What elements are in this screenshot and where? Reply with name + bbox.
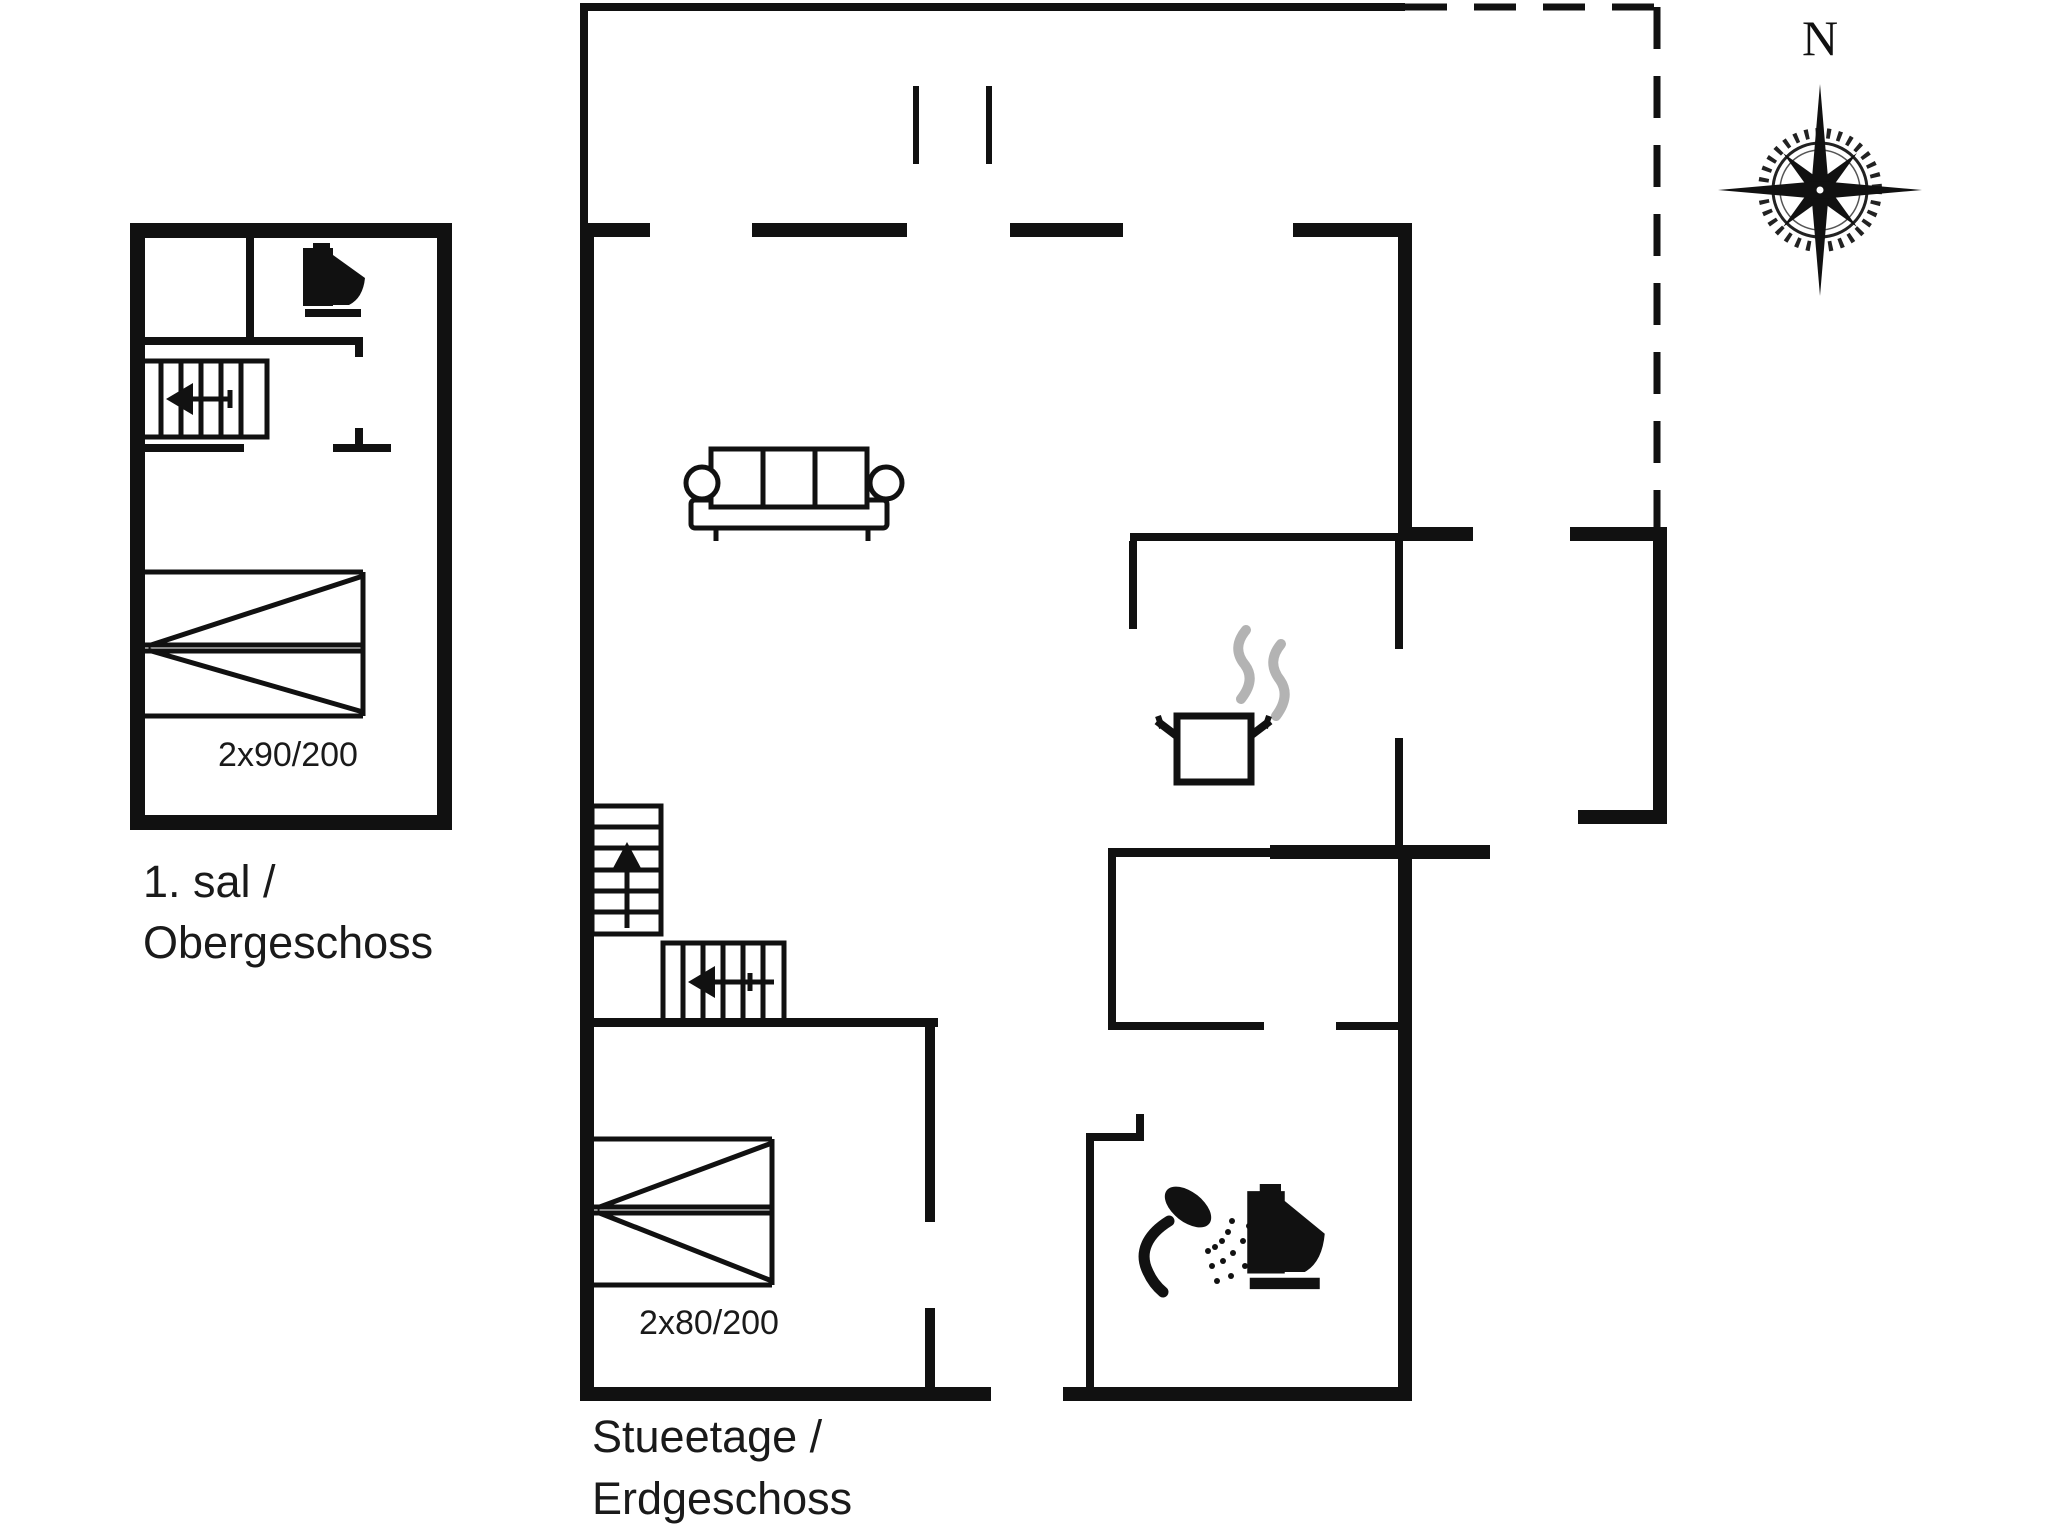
compass-rose: N — [1718, 10, 1922, 296]
wall — [1398, 223, 1412, 541]
wall — [1108, 848, 1116, 1030]
wall — [1063, 1387, 1412, 1401]
double-bed-icon — [145, 569, 366, 719]
upper-floor-plan: 2x90/200 — [130, 223, 452, 830]
wall — [1130, 533, 1398, 541]
wall — [1010, 223, 1123, 237]
sofa-icon — [683, 446, 905, 541]
double-bed-icon — [594, 1136, 775, 1288]
shower-icon — [1138, 1186, 1269, 1298]
wall — [1578, 810, 1667, 824]
wall — [1136, 1114, 1144, 1138]
bed-size-label: 2x90/200 — [218, 736, 358, 774]
wall — [1086, 1133, 1094, 1389]
stair-arrow-head — [166, 383, 193, 415]
wall — [130, 223, 145, 830]
ground-floor-name-line2: Erdgeschoss — [592, 1473, 852, 1524]
wall — [1398, 845, 1412, 1401]
terrace-door-tick — [986, 86, 992, 164]
cooking-pot-icon — [1154, 712, 1273, 786]
north-label: N — [1802, 10, 1838, 66]
wall — [1293, 223, 1412, 237]
wall — [1395, 738, 1403, 848]
wall — [355, 345, 363, 357]
wall — [584, 223, 650, 237]
toilet-icon — [1247, 1184, 1325, 1290]
terrace-wall — [580, 3, 588, 229]
wall — [1398, 527, 1473, 541]
wall — [130, 223, 452, 238]
wall — [246, 238, 254, 342]
stair-arrow-head — [688, 966, 715, 998]
wall — [1086, 1133, 1144, 1141]
upper-floor-name-line1: 1. sal / — [143, 856, 276, 907]
wall — [580, 1387, 991, 1401]
wall — [925, 1308, 935, 1393]
wall — [437, 223, 452, 830]
ground-floor-plan: 2x80/200 — [580, 3, 1667, 1401]
terrace-wall — [580, 3, 1405, 11]
wall — [1270, 845, 1490, 859]
wall — [1336, 1022, 1398, 1030]
wall — [355, 428, 363, 446]
wall — [1570, 527, 1667, 541]
wall — [1395, 541, 1403, 649]
wall — [1129, 541, 1137, 629]
wall — [1108, 1022, 1264, 1030]
ground-floor-name-line1: Stueetage / — [592, 1411, 823, 1462]
upper-floor-name-line2: Obergeschoss — [143, 917, 433, 968]
stair-arrow-head — [612, 842, 642, 870]
staircase-turn-icon — [660, 940, 787, 1025]
wall — [1653, 527, 1667, 824]
wall — [1110, 848, 1272, 857]
bed-size-label: 2x80/200 — [639, 1304, 779, 1342]
steam-icon — [1233, 625, 1290, 721]
toilet-icon — [303, 243, 365, 317]
wall — [333, 444, 391, 452]
wall — [925, 1018, 935, 1222]
compass-cardinal-points — [1718, 84, 1922, 296]
wall — [130, 815, 452, 830]
wall — [580, 225, 594, 1401]
staircase-down-icon — [138, 358, 270, 440]
wall — [145, 444, 244, 452]
terrace-door-tick — [913, 86, 919, 164]
wall — [752, 223, 907, 237]
wall — [145, 337, 363, 345]
